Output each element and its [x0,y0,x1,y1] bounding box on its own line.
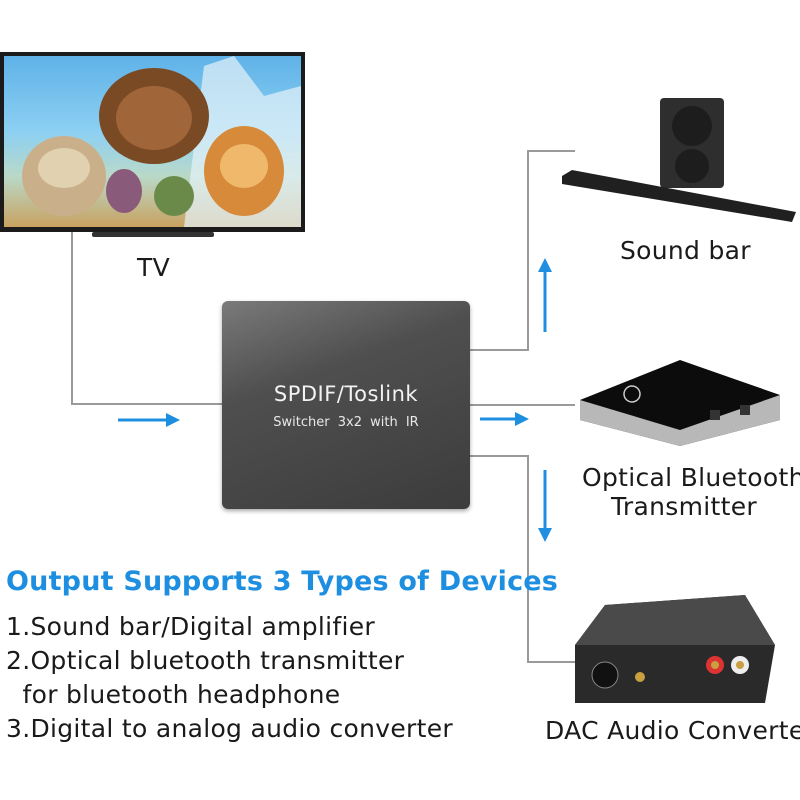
switcher-subtitle: Switcher 3x2 with IR [273,415,419,430]
bt-label-line2: Transmitter [611,492,757,521]
tv-screen [4,56,301,227]
arrowhead-right-icon [166,413,180,427]
soundbar-image [562,98,796,222]
power-icon [623,385,641,403]
arrowhead-up-icon [538,258,552,272]
soundbar-link-line [470,150,575,351]
list-item: for bluetooth headphone [6,680,341,709]
tv-stand [92,232,214,237]
switcher-title: SPDIF/Toslink [273,382,419,406]
dac-link-line [470,455,575,663]
headline: Output Supports 3 Types of Devices [6,566,559,597]
cartoon-scene-image [22,56,301,227]
bt-label-line1: Optical Bluetooth [582,463,800,492]
tv-link-line [71,232,222,405]
volume-knob-icon [591,661,619,689]
list-item: 3.Digital to analog audio converter [6,714,453,743]
list-item: 1.Sound bar/Digital amplifier [6,612,375,641]
soundbar-label: Sound bar [620,236,751,265]
dac-label: DAC Audio Converter [545,716,800,745]
tv-label: TV [137,253,170,282]
spdif-switcher-device [222,301,470,509]
dac-converter-image [575,595,775,703]
bt-transmitter-image [580,360,780,446]
list-item: 2.Optical bluetooth transmitter [6,646,405,675]
arrowhead-right-icon [515,412,529,426]
arrowhead-down-icon [538,528,552,542]
